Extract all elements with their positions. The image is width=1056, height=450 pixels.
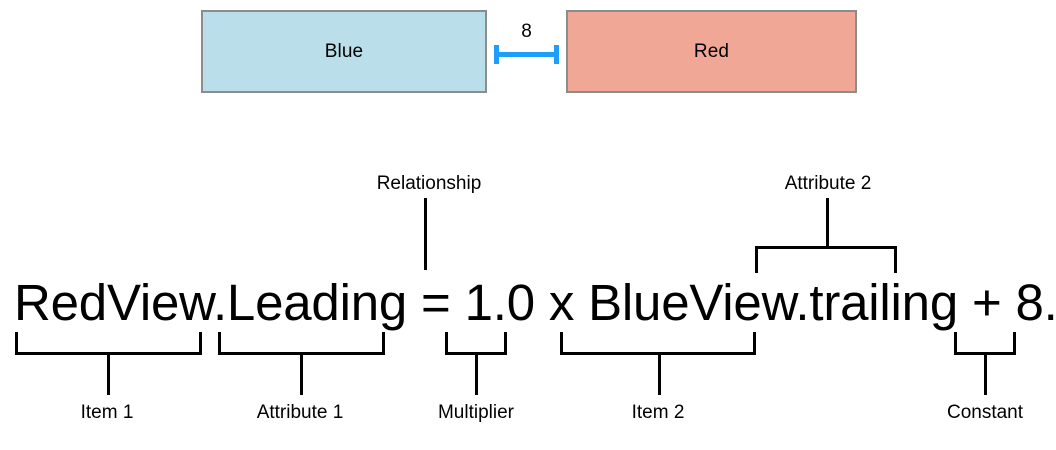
brace-stem (475, 352, 478, 395)
brace-stem (658, 352, 661, 395)
brace-leg-right (504, 332, 507, 355)
brace-leg-right (382, 332, 385, 355)
brace-stem (984, 352, 987, 395)
annotation-label-attribute-2: Attribute 2 (784, 173, 872, 194)
annotation-connector-relationship (424, 198, 427, 270)
annotation-stem-attribute-2 (826, 198, 829, 248)
brace-leg-left (954, 332, 957, 355)
brace-stem (107, 352, 110, 395)
annotation-brace-attribute-2 (755, 246, 897, 273)
brace-leg-left (15, 332, 18, 355)
constraint-equation: RedView.Leading = 1.0 x BlueView.trailin… (14, 274, 1056, 331)
spacing-measure-icon (494, 45, 559, 64)
annotation-label-item-2: Item 2 (631, 402, 685, 423)
brace-leg-left (218, 332, 221, 355)
spacing-value-label: 8 (521, 21, 532, 42)
annotation-label-multiplier: Multiplier (437, 402, 515, 423)
annotation-label-item-1: Item 1 (80, 402, 134, 423)
brace-leg-right (199, 332, 202, 355)
brace-leg-left (445, 332, 448, 355)
blue-view-label: Blue (324, 41, 364, 62)
annotation-label-relationship: Relationship (376, 173, 482, 194)
spacing-cap-right (554, 45, 559, 64)
red-view-box[interactable]: Red (566, 10, 857, 93)
blue-view-box[interactable]: Blue (201, 10, 487, 93)
brace-leg-right (753, 332, 756, 355)
spacing-bar (494, 52, 559, 57)
brace-leg-right (1013, 332, 1016, 355)
brace-leg-right (894, 246, 897, 273)
annotation-label-constant: Constant (946, 402, 1024, 423)
brace-leg-left (560, 332, 563, 355)
brace-stem (300, 352, 303, 395)
annotation-label-attribute-1: Attribute 1 (256, 402, 344, 423)
brace-leg-left (755, 246, 758, 273)
red-view-label: Red (693, 41, 730, 62)
